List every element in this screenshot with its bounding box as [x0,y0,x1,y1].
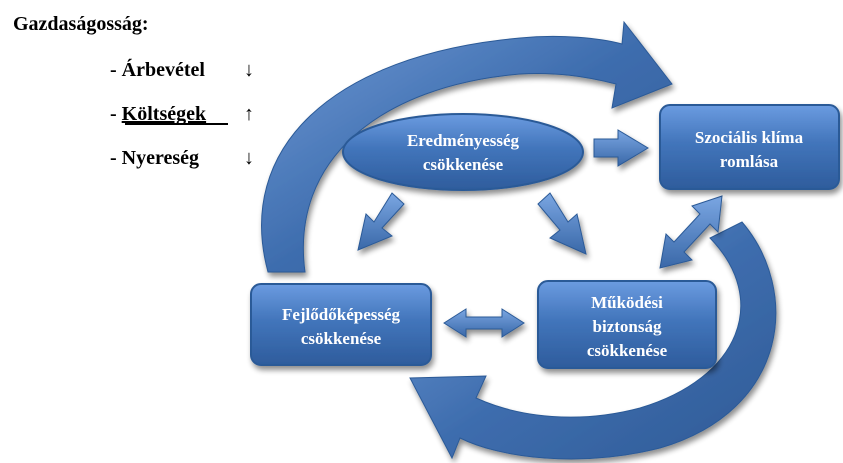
economy-indicators: Gazdaságosság: - Árbevétel ↓ - Költségek… [13,13,254,169]
down-arrow-icon: ↓ [244,59,254,81]
node-mukodesi-line3: csökkenése [587,341,668,360]
node-eredmenyesseg-line1: Eredményesség [407,131,520,150]
economy-heading: Gazdaságosság: [13,13,149,35]
node-mukodesi-line2: biztonság [593,317,662,336]
arrow-development-operational [443,308,525,338]
node-fejlodokepesseg: Fejlődőképesség csökkenése [250,283,432,366]
arrow-to-social-climate [593,129,649,167]
down-arrow-icon: ↓ [244,147,254,169]
node-szocialis-line1: Szociális klíma [695,128,804,147]
arrow-to-operational-safety [537,192,587,255]
node-mukodesi-line1: Működési [591,293,663,312]
node-eredmenyesseg: Eredményesség csökkenése [342,113,584,191]
connector-arrows [357,129,723,338]
node-szocialis-line2: romlása [720,152,779,171]
arrow-to-development [357,192,405,251]
indicator-costs-label: - Költségek [110,103,207,125]
node-eredmenyesseg-line2: csökkenése [423,155,504,174]
indicator-revenue-label: - Árbevétel [110,58,205,81]
up-arrow-icon: ↑ [244,103,254,125]
curved-arrow-bottom [409,221,777,460]
node-fejlodo-line1: Fejlődőképesség [282,305,401,324]
node-mukodesi: Működési biztonság csökkenése [537,280,717,369]
indicator-profit-label: - Nyereség [110,147,199,169]
node-szocialis: Szociális klíma romlása [659,104,840,190]
curved-arrow-top [261,20,673,273]
node-fejlodo-line2: csökkenése [301,329,382,348]
arrow-social-operational [659,195,723,269]
